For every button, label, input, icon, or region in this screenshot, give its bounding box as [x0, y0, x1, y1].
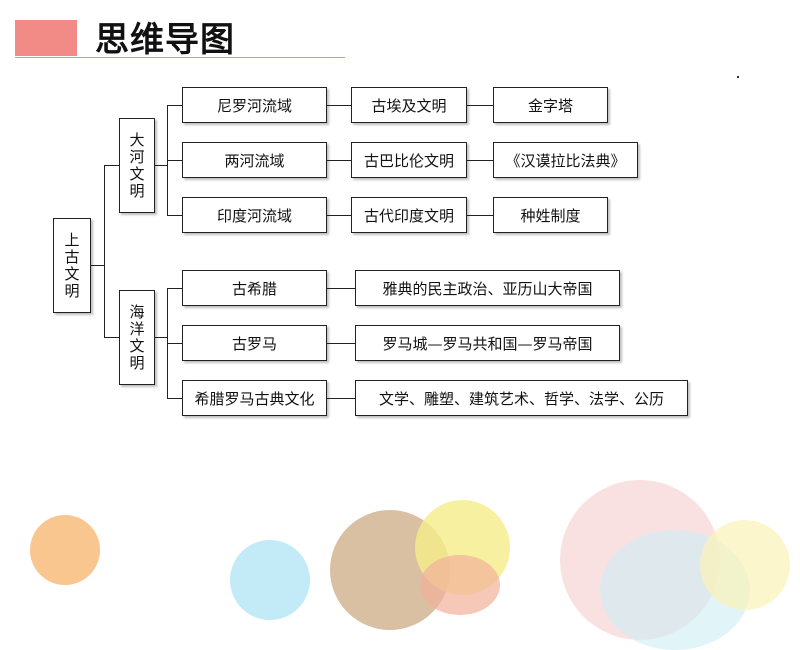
connector — [467, 160, 493, 161]
civilization-node: 古代印度文明 — [351, 197, 467, 233]
region-node: 印度河流域 — [182, 197, 327, 233]
connector — [167, 343, 182, 344]
region-node: 古罗马 — [182, 325, 327, 361]
connector — [91, 265, 104, 266]
connector — [327, 343, 355, 344]
region-node: 尼罗河流域 — [182, 87, 327, 123]
region-node: 古希腊 — [182, 270, 327, 306]
achievement-node: 种姓制度 — [493, 197, 608, 233]
connector — [467, 215, 493, 216]
connector — [155, 165, 167, 166]
branch-node-ocean: 海洋文明 — [119, 290, 155, 385]
achievement-node: 罗马城—罗马共和国—罗马帝国 — [355, 325, 620, 361]
connector — [327, 288, 355, 289]
connector — [167, 160, 182, 161]
connector — [467, 105, 493, 106]
branch-node-river: 大河文明 — [119, 118, 155, 213]
title-underline — [15, 57, 345, 58]
connector — [104, 165, 105, 337]
title-accent-bar — [15, 20, 77, 56]
connector — [167, 398, 182, 399]
stray-dot — [737, 76, 739, 78]
page-title: 思维导图 — [95, 20, 235, 60]
decor-bubble-orange — [30, 515, 100, 585]
connector — [104, 165, 119, 166]
connector — [104, 337, 119, 338]
achievement-node: 《汉谟拉比法典》 — [493, 142, 638, 178]
civilization-node: 古埃及文明 — [351, 87, 467, 123]
connector — [327, 105, 351, 106]
achievement-node: 雅典的民主政治、亚历山大帝国 — [355, 270, 620, 306]
connector — [167, 105, 182, 106]
civilization-node: 古巴比伦文明 — [351, 142, 467, 178]
root-node: 上古文明 — [53, 218, 91, 313]
connector — [167, 215, 182, 216]
region-node: 两河流域 — [182, 142, 327, 178]
connector — [327, 215, 351, 216]
decor-bubble-peach — [420, 555, 500, 615]
connector — [155, 337, 167, 338]
achievement-node: 金字塔 — [493, 87, 608, 123]
decor-bubble-cyan — [230, 540, 310, 620]
region-node: 希腊罗马古典文化 — [182, 380, 327, 416]
connector — [327, 160, 351, 161]
decor-bubble-lightyellow — [700, 520, 790, 610]
connector — [327, 398, 355, 399]
connector — [167, 288, 182, 289]
achievement-node: 文学、雕塑、建筑艺术、哲学、法学、公历 — [355, 380, 688, 416]
